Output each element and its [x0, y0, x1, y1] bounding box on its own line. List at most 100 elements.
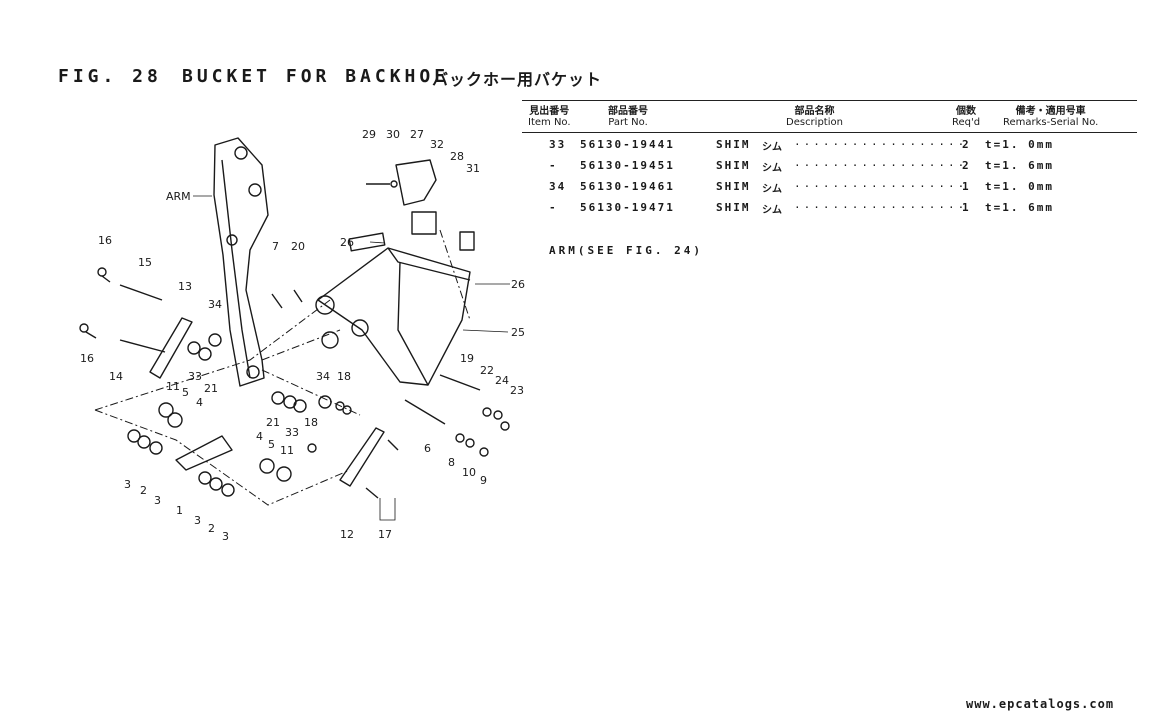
- tooth-adapter: [395, 159, 437, 206]
- assembly-line: [261, 369, 361, 416]
- row-item-no: -: [549, 159, 558, 172]
- table-top-rule: [522, 100, 1137, 101]
- callout-number: 1: [176, 504, 183, 517]
- leader-line: [462, 329, 509, 333]
- callout-number: 31: [466, 162, 480, 175]
- side-cutter: [459, 231, 475, 251]
- row-quantity: 1: [962, 201, 971, 214]
- figure-title-japanese: バックホー用バケット: [432, 70, 603, 89]
- washer: [493, 410, 503, 420]
- row-leader-dots: ··················: [794, 201, 968, 214]
- shim: [187, 341, 201, 355]
- row-description: SHIM: [716, 159, 751, 172]
- callout-number: 17: [378, 528, 392, 541]
- callout-number: 21: [266, 416, 280, 429]
- grease-fitting: [79, 323, 89, 333]
- callout-number: 2: [140, 484, 147, 497]
- callout-number: 13: [178, 280, 192, 293]
- assembly-line: [261, 329, 341, 361]
- shim: [318, 395, 332, 409]
- arm-pin-boss: [226, 234, 238, 246]
- bucket-boss: [351, 319, 369, 337]
- bucket-boss: [315, 295, 335, 315]
- bolt-head: [500, 421, 510, 431]
- arm-pin-boss: [234, 146, 248, 160]
- leader-line: [379, 498, 396, 521]
- nut: [342, 405, 352, 415]
- bucket-back-plate: [387, 247, 471, 281]
- bucket-ear: [348, 232, 386, 252]
- callout-number: 12: [340, 528, 354, 541]
- row-remarks: t=1. 6mm: [985, 201, 1054, 214]
- callout-number: 3: [154, 494, 161, 507]
- assembly-line: [94, 299, 331, 411]
- washer: [482, 407, 492, 417]
- callout-number: 4: [196, 396, 203, 409]
- callout-number: 34: [208, 298, 222, 311]
- bolt: [365, 487, 379, 499]
- callout-number: 9: [480, 474, 487, 487]
- callout-number: 32: [430, 138, 444, 151]
- shim: [293, 399, 307, 413]
- nut: [335, 401, 345, 411]
- row-item-no: -: [549, 201, 558, 214]
- washer: [209, 477, 223, 491]
- row-part-no: 56130-19461: [580, 180, 675, 193]
- seal-ring: [276, 466, 292, 482]
- callout-number: 30: [386, 128, 400, 141]
- callout-number: 26: [511, 278, 525, 291]
- washer: [465, 438, 475, 448]
- col-header-qty-jp: 個数: [956, 106, 977, 117]
- row-part-no: 56130-19441: [580, 138, 675, 151]
- callout-number: 3: [124, 478, 131, 491]
- seal-ring: [158, 402, 174, 418]
- bucket-outline: [317, 247, 471, 386]
- callout-number: 16: [80, 352, 94, 365]
- shim: [208, 333, 222, 347]
- assembly-line: [439, 229, 471, 321]
- callout-number: 19: [460, 352, 474, 365]
- row-item-no: 33: [549, 138, 567, 151]
- callout-number: 3: [194, 514, 201, 527]
- washer: [127, 429, 141, 443]
- bucket-side-plate: [397, 261, 429, 386]
- row-quantity: 2: [962, 159, 971, 172]
- callout-number: 6: [424, 442, 431, 455]
- col-header-description-jp: 部品名称: [794, 106, 835, 117]
- row-remarks: t=1. 6mm: [985, 159, 1054, 172]
- bolt: [85, 331, 97, 339]
- footer-watermark-url: www.epcatalogs.com: [966, 697, 1115, 711]
- washer: [455, 433, 465, 443]
- bushing: [259, 458, 275, 474]
- arm-pin-boss: [248, 183, 262, 197]
- bolt-head: [479, 447, 489, 457]
- callout-number: 11: [166, 380, 180, 393]
- washer: [390, 180, 398, 188]
- col-header-remarks-en: Remarks-Serial No.: [1003, 117, 1099, 128]
- bolt: [271, 293, 283, 309]
- callout-number: 34: [316, 370, 330, 383]
- nut: [307, 443, 317, 453]
- row-item-no: 34: [549, 180, 567, 193]
- callout-number: 7: [272, 240, 279, 253]
- col-header-part: 部品番号 Part No.: [608, 106, 648, 128]
- pin-14: [119, 339, 166, 353]
- row-leader-dots: ··················: [794, 159, 968, 172]
- row-description-jp: シム: [762, 205, 782, 216]
- row-quantity: 1: [962, 180, 971, 193]
- arm-pin-boss: [246, 365, 260, 379]
- callout-number: 20: [291, 240, 305, 253]
- col-header-item-jp: 見出番号: [529, 106, 570, 117]
- callout-number: 8: [448, 456, 455, 469]
- col-header-part-en: Part No.: [608, 117, 648, 128]
- pin-19: [439, 374, 481, 391]
- arm-outline: [213, 137, 269, 387]
- callout-number: 21: [204, 382, 218, 395]
- arm-label: ARM: [166, 190, 191, 203]
- col-header-description-en: Description: [786, 117, 843, 128]
- col-header-part-jp: 部品番号: [608, 106, 648, 117]
- col-header-qty: 個数 Req'd: [952, 106, 980, 128]
- row-description: SHIM: [716, 201, 751, 214]
- row-part-no: 56130-19471: [580, 201, 675, 214]
- link-13: [149, 317, 193, 379]
